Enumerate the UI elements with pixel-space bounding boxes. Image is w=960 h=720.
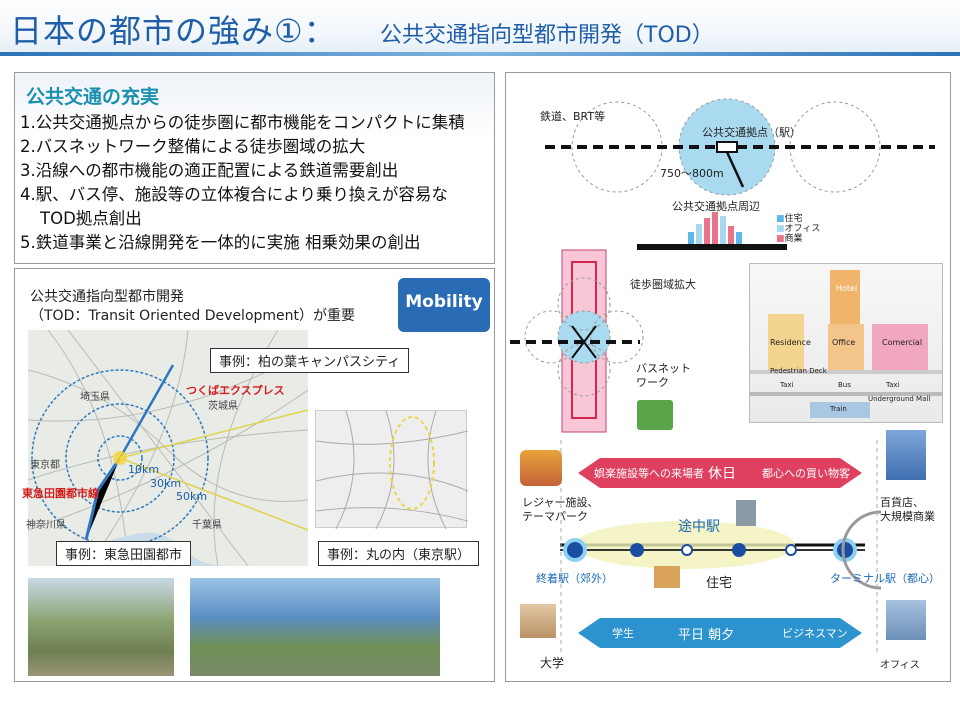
bldg-label-bus: Bus (838, 381, 851, 389)
commercial-block (872, 324, 928, 370)
tokyu-line-label: 東急田園都市線 (22, 487, 99, 500)
radius-label: 750～800m (660, 167, 724, 180)
tod-building-illustration: Hotel Residence Office Comercial Pedestr… (749, 263, 943, 423)
map-label: 埼玉県 (80, 392, 110, 403)
bldg-label-office: Office (832, 338, 856, 347)
holiday-label: 休日 (708, 466, 736, 482)
tsukuba-express-label: つくばエクスプレス (186, 384, 285, 397)
list-item: 5.鉄道事業と沿線開発を一体的に実施 相乗効果の創出 (20, 233, 421, 252)
department-store-label: 百貨店、 大規模商業 (880, 496, 935, 523)
theme-park-icon (520, 450, 562, 486)
page-subtitle: 公共交通指向型都市開発（TOD） (380, 23, 714, 48)
residence-block (768, 314, 804, 370)
bldg-label-hotel: Hotel (836, 284, 858, 293)
point-list: 1.公共交通拠点からの徒歩圏に都市機能をコンパクトに集積 2.バスネットワーク整… (20, 111, 465, 255)
hub-around-label: 公共交通拠点周辺 (672, 200, 760, 213)
legend-item: ■オフィス (776, 224, 821, 234)
office-block (828, 324, 864, 370)
rail-label: 鉄道、BRT等 (540, 110, 606, 123)
bldg-label-deck: Pedestrian Deck (770, 367, 827, 375)
holiday-right-label: 都心への買い物客 (762, 467, 850, 480)
housing-label: 住宅 (706, 576, 733, 591)
house-icon (654, 566, 680, 588)
bus-network-label: バスネット ワーク (636, 362, 691, 389)
marunouchi-map (315, 410, 469, 530)
bldg-label-mall: Underground Mall (868, 395, 931, 403)
radius-label: 50km (176, 490, 208, 503)
bldg-label-taxi: Taxi (780, 381, 794, 389)
department-store-icon (886, 430, 926, 480)
train-platform (810, 402, 870, 418)
ground-slab (750, 392, 942, 396)
header-underline (0, 52, 960, 56)
callout-marunouchi: 事例：丸の内（東京駅） (318, 541, 480, 566)
terminal-station-label: ターミナル駅（都心） (830, 572, 940, 585)
header-bar (0, 0, 960, 56)
tod-diagram-graphic (510, 98, 935, 652)
deck-slab (750, 370, 942, 374)
weekday-label: 平日 朝夕 (678, 628, 735, 643)
map-label: 東京都 (30, 460, 60, 471)
list-item: 4.駅、バス停、施設等の立体複合により乗り換えが容易な (20, 185, 448, 204)
station-building-icon (736, 500, 756, 526)
list-item: 3.沿線への都市機能の適正配置による鉄道需要創出 (20, 161, 399, 180)
legend-item: ■住宅 (776, 214, 803, 224)
bldg-label-taxi: Taxi (886, 381, 900, 389)
panel-public-transport (14, 72, 495, 264)
bldg-label-train: Train (830, 405, 847, 413)
list-item: 1.公共交通拠点からの徒歩圏に都市機能をコンパクトに集積 (20, 113, 465, 132)
usage-legend: ■住宅 ■オフィス ■商業 (776, 214, 820, 244)
map-label: 茨城県 (208, 401, 238, 412)
panel-heading: 公共交通の充実 (26, 86, 160, 108)
mobility-badge: Mobility (398, 278, 490, 332)
tod-intro: 公共交通指向型都市開発 （TOD：Transit Oriented Develo… (30, 288, 355, 326)
photo-suburban-town (28, 578, 174, 676)
university-label: 大学 (540, 656, 565, 670)
radius-label: 10km (128, 463, 160, 476)
weekday-arrow: 学生 平日 朝夕 ビジネスマン (578, 618, 862, 648)
page-title: 日本の都市の強み①： (10, 12, 337, 50)
leisure-label: レジャー施設、 テーマパーク (522, 496, 599, 523)
university-icon (520, 604, 556, 638)
photo-tod-collage (190, 578, 440, 676)
tod-intro-line: （TOD：Transit Oriented Development）が重要 (30, 308, 356, 324)
callout-kashiwa: 事例：柏の葉キャンパスシティ (210, 348, 410, 373)
holiday-arrow: 娯楽施設等への来場者 休日 都心への買い物客 (578, 458, 862, 488)
bldg-label-residence: Residence (770, 338, 811, 347)
weekday-left-label: 学生 (612, 627, 634, 640)
weekday-right-label: ビジネスマン (782, 627, 848, 640)
holiday-left-label: 娯楽施設等への来場者 (594, 467, 704, 480)
walk-expand-label: 徒歩圏域拡大 (630, 278, 696, 291)
rail-network-graphic (315, 410, 469, 530)
list-item: TOD拠点創出 (40, 209, 142, 228)
callout-tokyu: 事例：東急田園都市 (56, 541, 192, 566)
legend-item: ■商業 (776, 234, 803, 244)
office-label: オフィス (880, 660, 920, 671)
map-label: 神奈川県 (26, 520, 66, 531)
bldg-label-comercial: Comercial (882, 338, 923, 347)
list-item: 2.バスネットワーク整備による徒歩圏域の拡大 (20, 137, 366, 156)
end-station-label: 終着駅（郊外） (536, 572, 613, 585)
mid-station-label: 途中駅 (678, 519, 720, 535)
office-building-icon (886, 600, 926, 640)
map-label: 千葉県 (192, 520, 222, 531)
radius-label: 30km (150, 477, 182, 490)
hub-label: 公共交通拠点（駅） (702, 126, 801, 139)
tod-intro-line: 公共交通指向型都市開発 (30, 289, 184, 305)
